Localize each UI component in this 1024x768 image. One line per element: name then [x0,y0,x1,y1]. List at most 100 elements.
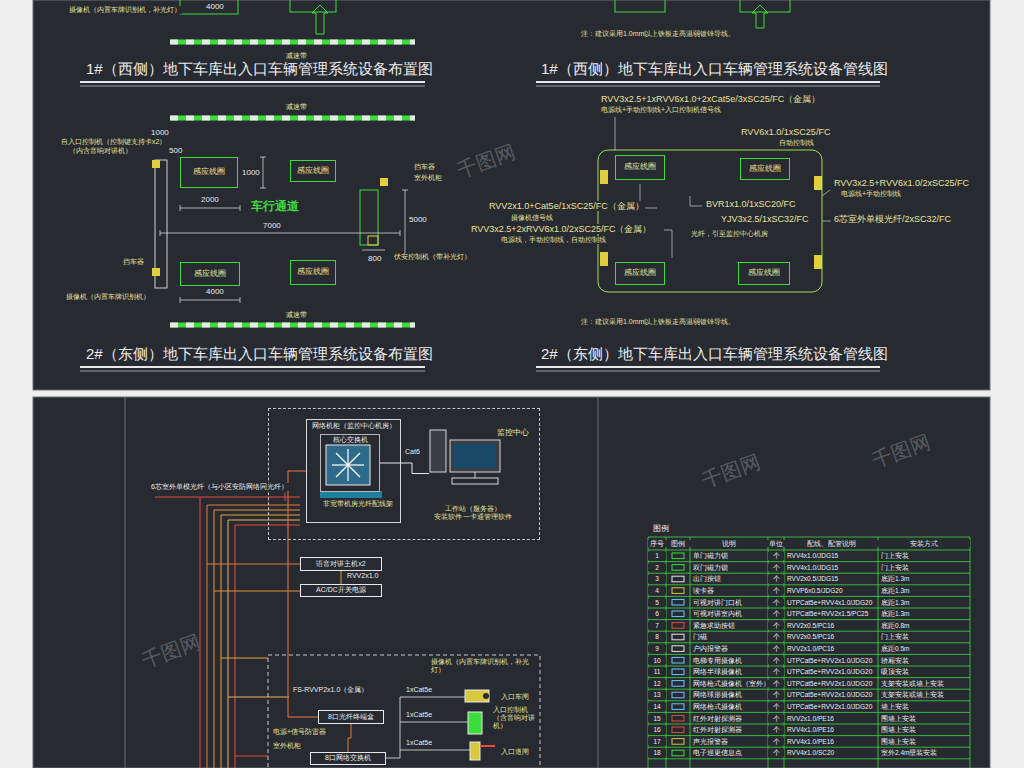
cad-polygon [752,5,768,28]
table-cell: 围墙上安装 [880,726,917,733]
cad-rect [326,445,370,485]
edge-label: Cat6 [404,448,421,456]
cad-g [332,449,364,481]
cad-line [536,371,880,372]
title-underlines [80,82,880,371]
cad-line [263,157,264,188]
table-cell: 18 [648,749,666,756]
cable-spec: FS-RVVP2x1.0（金属） [292,686,369,694]
table-rule [648,758,970,759]
device-label: 摄像机（内置车牌识别机，补光灯） [68,6,182,14]
table-cell: 单门磁力锁 [692,552,729,559]
table-cell: 个 [768,726,784,733]
table-cell: 底距1.3m [880,610,910,617]
cad-line [180,205,181,211]
table-cell: 门磁 [692,633,708,640]
cad-line [80,86,425,87]
cad-line [170,116,415,121]
table-cell: 16 [648,726,666,733]
induction-loop: 感应线圈 [180,262,240,286]
node-text: 监控中心 [497,429,529,438]
cad-line [536,86,880,87]
table-cell: RVV4x1.0/JDG15 [786,564,839,571]
cad-line [170,116,415,121]
cad-line [240,297,241,303]
workstation: 工作站（服务器）安装软件 一卡通管理软件 [429,426,517,521]
table-cell: RVV2x1.0/PC16 [786,645,835,652]
cad-line [402,190,408,191]
table-cell: 轿厢安装 [880,657,910,664]
core-switch-icon [320,445,382,498]
cad-line [240,205,241,211]
table-cell: 2 [648,564,666,571]
table-cell: 底距0.5m [880,645,910,652]
table-rule [648,712,970,713]
cad-polygon [312,5,328,34]
table-cell: 9 [648,645,666,652]
cad-line [400,230,401,236]
table-cell: 个 [768,657,784,664]
table-cell: 14 [648,703,666,710]
entrance-devices [386,690,495,760]
table-cell: RVV4x1.0/PE16 [786,726,835,733]
cable-spec: RVV2x1.0+Cat5e/1xSC25/FC（金属） [488,201,645,211]
legend-symbol [672,681,684,687]
cad-line [80,366,425,368]
cad-polyline [200,497,201,768]
legend-symbol [672,739,684,745]
cad-line [536,366,880,368]
table-cell: 声光报警器 [692,738,729,745]
induction-loop: 感应线圈 [615,262,665,285]
table-cell: 底距0.8m [880,622,910,629]
legend-symbol [672,599,684,605]
cable-note: 自动控制线 [778,139,815,147]
node-text: 8口光纤终端盒 [328,713,374,721]
table-cell: 底距1.3m [880,587,910,594]
table-header: 安装方式 [878,540,970,547]
cable-spec: RVV3x2.5+RVV6x1.0/2xSC25/FC [833,178,970,188]
table-cell: 红外对射探测器 [692,726,743,733]
device-label: 挡车器 [413,163,436,171]
cad-line [536,81,880,83]
table-cell: 可视对讲门口机 [692,599,743,606]
node-text: 感应线圈 [749,165,781,174]
table-cell: 15 [648,715,666,722]
cad-line [336,453,360,477]
node-text: 感应线圈 [624,163,656,172]
table-rule [648,537,970,538]
cable-note: 摄像机信号线 [510,214,554,222]
table-cell: 网络枪式摄像机 [692,703,743,710]
table-cell: 电子巡更信息点 [692,749,743,756]
induction-loop: 感应线圈 [290,260,336,285]
device-label: 摄像机（内置车牌识别机） [65,293,151,301]
device-label: 室外机柜 [413,174,443,182]
cad-line [260,157,266,158]
table-cell: 可视对讲室内机 [692,610,743,617]
table-cell: 个 [768,552,784,559]
dimension-label: 1000 [150,128,170,137]
induction-loop: 感应线圈 [740,158,790,180]
table-cell: 6 [648,610,666,617]
device-label: 摄像机（内置车牌识别机，补光灯） [430,658,530,674]
table-cell: RVV2x1.0/PE16 [786,715,835,722]
table-rule [648,735,970,736]
induction-loop: 感应线圈 [738,262,790,285]
node-text: 感应线圈 [194,270,226,279]
table-cell: 网络枪式摄像机（室外） [692,680,771,687]
table-cell: 出门按钮 [692,575,722,582]
cad-line [405,190,406,255]
speed-bumps [170,42,415,325]
cad-polyline [386,697,465,758]
table-rule [648,584,970,585]
table-cell: 个 [768,633,784,640]
table-header: 配线、配管说明 [784,540,878,547]
table-cell: 个 [768,680,784,687]
table-cell: UTPCat5e+RVV2x1.0/JDG20 [786,703,873,710]
table-cell: UTPCat5e+RVV2x1.0/JDG20 [786,680,873,687]
table-cell: 10 [648,657,666,664]
node-text: 8口网络交换机 [325,754,371,762]
cad-line [125,397,126,768]
table-cell: 底距1.3m [880,575,910,582]
